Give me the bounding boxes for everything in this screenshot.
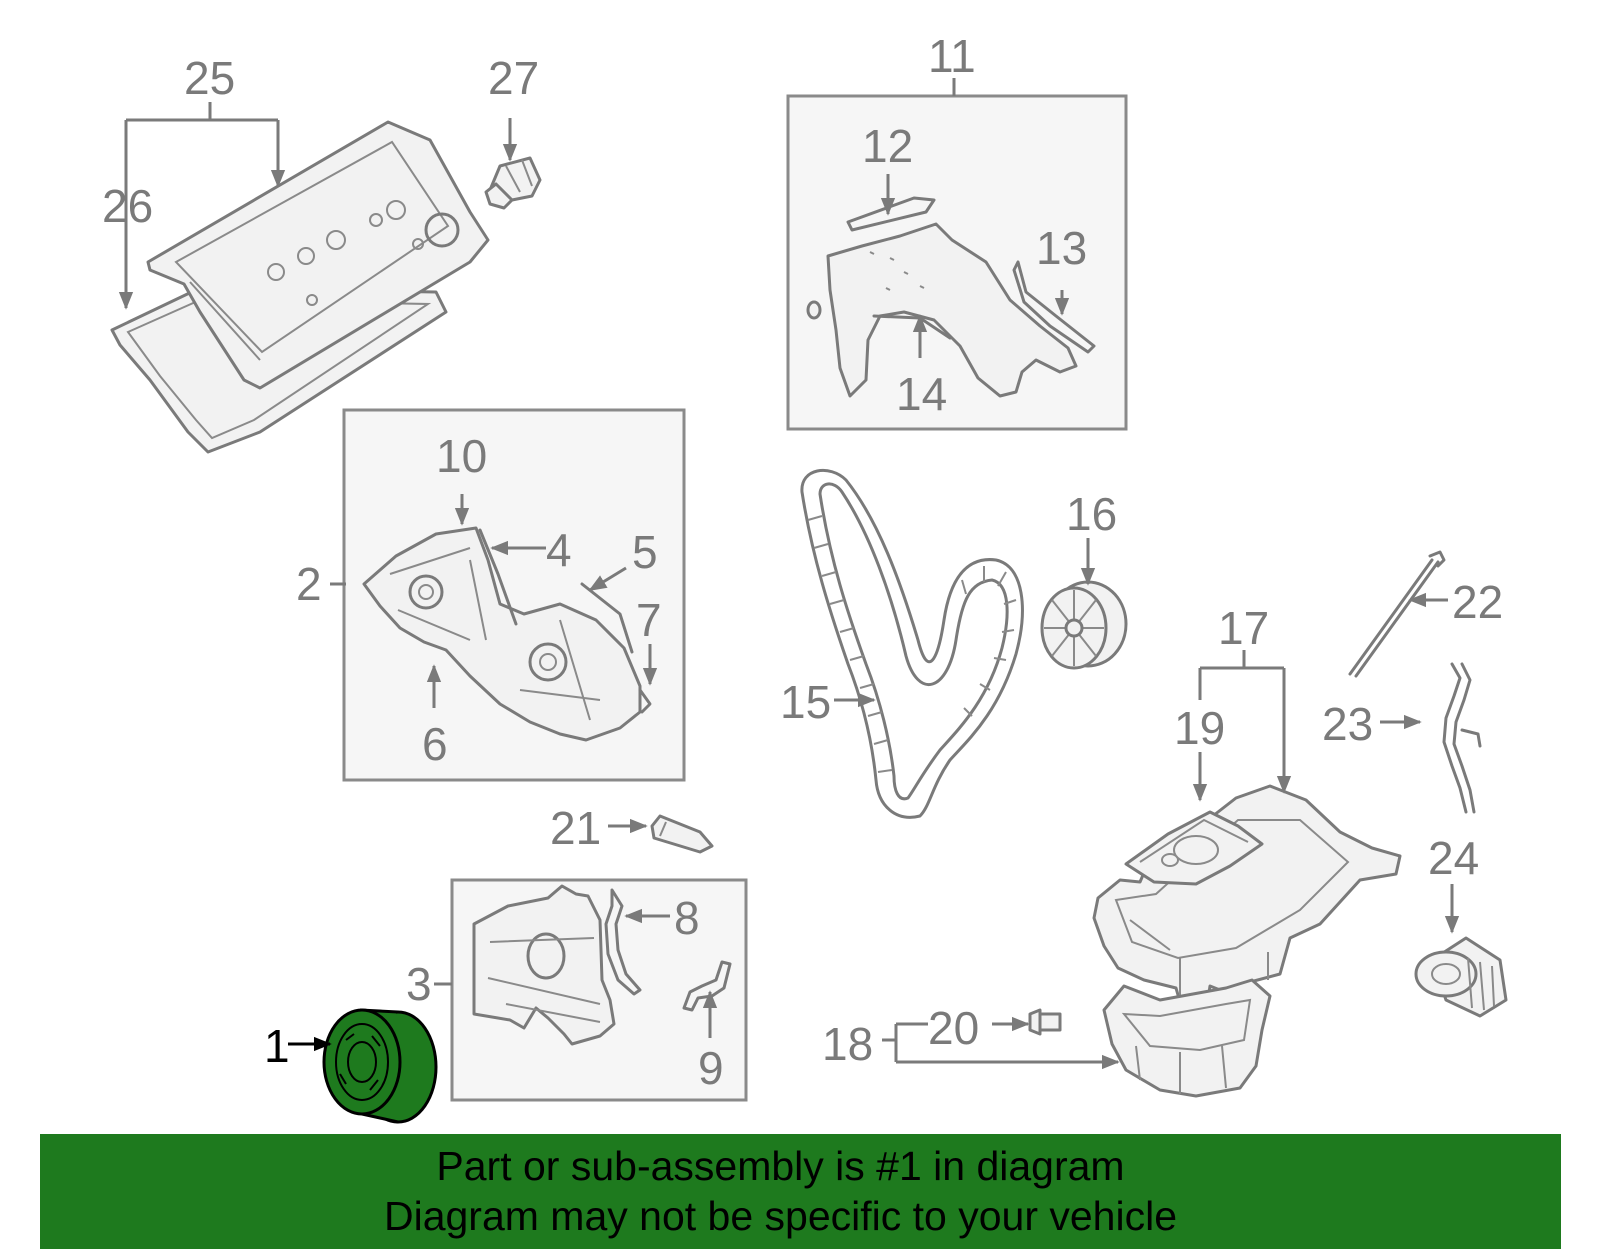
callout-22: 22 — [1452, 576, 1503, 628]
callout-19: 19 — [1174, 702, 1225, 754]
oil-dipstick — [1348, 550, 1446, 678]
dowel-pin — [650, 814, 714, 854]
callout-12: 12 — [862, 120, 913, 172]
callout-24: 24 — [1428, 832, 1479, 884]
callout-4: 4 — [546, 524, 572, 576]
oil-pan-lower — [1102, 978, 1272, 1098]
callout-2: 2 — [296, 558, 322, 610]
oil-filter — [1414, 936, 1508, 1018]
callout-26: 26 — [102, 180, 153, 232]
banner-line-part: Part or sub-assembly is #1 in diagram — [436, 1143, 1125, 1189]
callout-7: 7 — [636, 594, 662, 646]
callout-18: 18 — [822, 1018, 873, 1070]
callout-10: 10 — [436, 430, 487, 482]
oil-pan-upper — [1092, 784, 1402, 1008]
callout-1[interactable]: 1 — [264, 1020, 290, 1072]
callout-labels: 25 26 27 11 12 13 14 10 4 5 7 6 2 15 16 … — [102, 30, 1503, 1094]
callout-20: 20 — [928, 1002, 979, 1054]
info-banner: Part or sub-assembly is #1 in diagram Di… — [40, 1134, 1561, 1249]
callout-27: 27 — [488, 52, 539, 104]
callout-14: 14 — [896, 368, 947, 420]
leader-lines — [118, 78, 1460, 1070]
callout-17: 17 — [1218, 602, 1269, 654]
callout-9: 9 — [698, 1042, 724, 1094]
callout-23: 23 — [1322, 698, 1373, 750]
callout-16: 16 — [1066, 488, 1117, 540]
callout-21: 21 — [550, 802, 601, 854]
callout-6: 6 — [422, 718, 448, 770]
oil-pan-baffle — [1124, 810, 1264, 886]
timing-belt — [800, 469, 1024, 819]
lower-timing-cover — [362, 526, 652, 742]
callout-15: 15 — [780, 676, 831, 728]
callout-3: 3 — [406, 958, 432, 1010]
callout-8: 8 — [674, 892, 700, 944]
callout-5: 5 — [632, 526, 658, 578]
oil-filler-cap — [484, 156, 542, 210]
drain-plug — [1028, 1008, 1062, 1036]
tensioner-pulley — [1040, 580, 1128, 670]
banner-line-disclaimer: Diagram may not be specific to your vehi… — [383, 1193, 1177, 1239]
dipstick-tube — [1442, 662, 1482, 814]
valve-cover — [146, 120, 490, 390]
upper-timing-cover — [806, 196, 1096, 398]
callout-25: 25 — [184, 52, 235, 104]
callout-13: 13 — [1036, 222, 1087, 274]
callout-11: 11 — [928, 30, 976, 82]
inner-timing-cover — [472, 884, 732, 1046]
crankshaft-pulley-highlighted[interactable] — [322, 1008, 438, 1124]
